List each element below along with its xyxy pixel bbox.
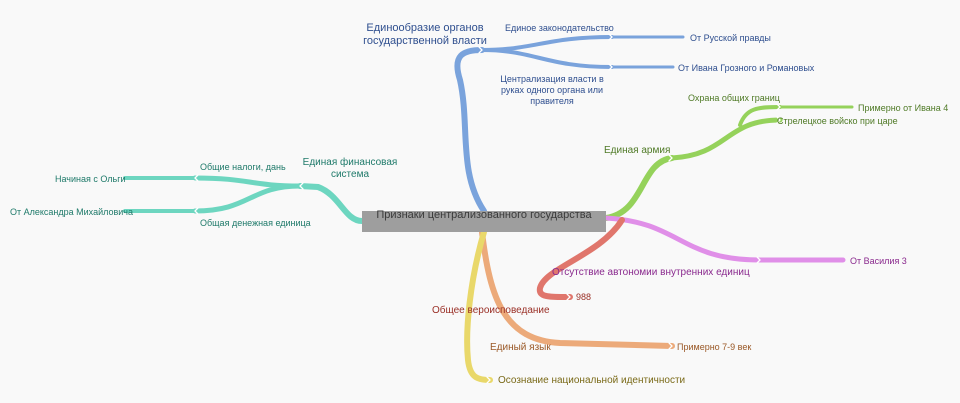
- chevron-icons: [194, 33, 781, 384]
- chevron-left-icon: [194, 207, 199, 215]
- chevron-right-icon: [486, 376, 491, 384]
- chevron-right-icon: [608, 63, 613, 71]
- chevron-right-icon: [608, 33, 613, 41]
- central-topic-box[interactable]: [362, 211, 606, 232]
- branch-identity-line: [464, 229, 493, 383]
- russkaya-pravda-label[interactable]: От Русской правды: [690, 33, 771, 43]
- ivan4-label[interactable]: Примерно от Ивана 4: [858, 103, 949, 113]
- chevron-right-icon: [478, 46, 483, 54]
- branch-finance-label[interactable]: Единая финансовая система: [302, 157, 398, 180]
- centralization-label[interactable]: Централизация власти в руках одного орга…: [500, 74, 604, 106]
- ivan-romanov-label[interactable]: От Ивана Грозного и Романовых: [678, 63, 815, 73]
- vasily3-label[interactable]: От Василия 3: [850, 256, 907, 266]
- branch-currency-line: [192, 183, 303, 214]
- currency-label[interactable]: Общая денежная единица: [200, 218, 311, 228]
- legislation-label[interactable]: Единое законодательство: [505, 23, 614, 33]
- year-988-label[interactable]: 988: [576, 292, 592, 302]
- central-topic-label: Признаки централизованного государства: [376, 209, 592, 221]
- branch-uniformity-label[interactable]: Единообразие органов государственной вла…: [363, 22, 487, 48]
- branch-centralization-line: [480, 48, 614, 69]
- branch-uniformity-line: [454, 47, 487, 214]
- chevron-right-icon: [776, 103, 781, 111]
- branch-identity-label[interactable]: Осознание национальной идентичности: [498, 375, 686, 386]
- chevron-right-icon: [776, 116, 781, 124]
- taxes-label[interactable]: Общие налоги, дань: [200, 162, 286, 172]
- branch-religion-line: [536, 217, 625, 301]
- branch-army-line: [603, 155, 675, 221]
- chevron-left-icon: [194, 174, 199, 182]
- olga-label[interactable]: Начиная с Ольги: [55, 174, 126, 184]
- chevron-left-icon: [299, 182, 304, 190]
- branch-army-sub-line: [669, 117, 783, 161]
- branch-legislation-line: [480, 35, 614, 52]
- chevron-right-icon: [756, 256, 761, 264]
- century-7-9-label[interactable]: Примерно 7-9 век: [677, 342, 752, 352]
- chevron-right-icon: [668, 154, 673, 162]
- branch-army-label[interactable]: Единая армия: [604, 145, 671, 156]
- chevron-right-icon: [566, 293, 571, 301]
- branch-autonomy-line: [603, 215, 846, 263]
- branch-autonomy-label[interactable]: Отсутствие автономии внутренних единиц: [552, 267, 750, 278]
- branch-language-label[interactable]: Единый язык: [490, 342, 551, 353]
- branch-finance-line: [297, 183, 365, 224]
- streltsy-label[interactable]: Стрелецкое войско при царе: [777, 116, 898, 126]
- borders-label[interactable]: Охрана общих границ: [688, 93, 780, 103]
- branch-religion-label[interactable]: Общее вероисповедание: [432, 305, 550, 316]
- chevron-right-icon: [668, 342, 673, 350]
- branch-language-line: [479, 229, 675, 349]
- branch-borders-line: [738, 105, 782, 127]
- alexander-label[interactable]: От Александра Михайловича: [10, 207, 133, 217]
